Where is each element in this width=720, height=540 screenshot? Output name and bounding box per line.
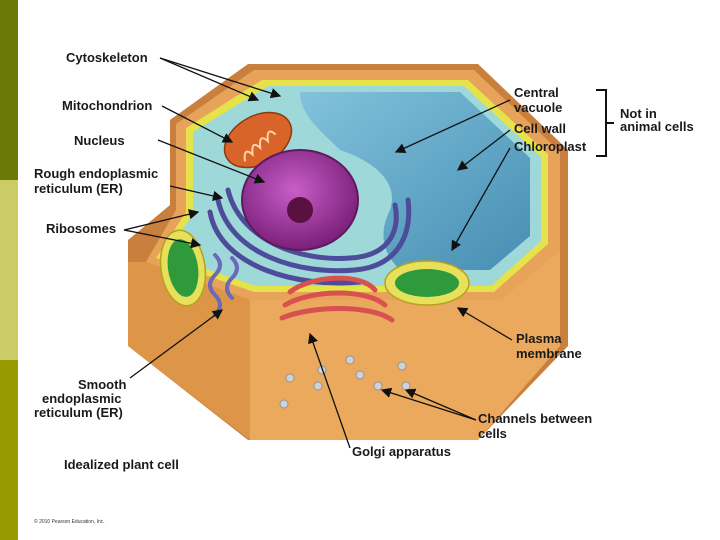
label-not-in-animal-2: animal cells (620, 119, 694, 134)
label-plasma-membrane-2: membrane (516, 346, 582, 361)
chloroplast-right (384, 260, 470, 306)
label-cell-wall: Cell wall (514, 121, 566, 136)
chloroplast-left (159, 229, 207, 307)
caption: Idealized plant cell (64, 457, 179, 472)
label-channels-1: Channels between (478, 411, 592, 426)
label-not-in-animal-1: Not in (620, 106, 657, 121)
nucleolus (287, 197, 313, 223)
bracket (596, 89, 614, 157)
left-accent-bar (0, 0, 18, 540)
nucleus (241, 149, 359, 251)
label-smooth-er-1: Smooth (78, 377, 126, 392)
label-cytoskeleton: Cytoskeleton (66, 50, 148, 65)
central-vacuole (300, 92, 530, 270)
accent-segment-dark (0, 0, 18, 180)
copyright: © 2010 Pearson Education, Inc. (34, 518, 105, 525)
rough-er (207, 187, 412, 286)
label-plasma-membrane-1: Plasma (516, 331, 562, 346)
label-smooth-er-3: reticulum (ER) (34, 405, 123, 420)
label-ribosomes: Ribosomes (46, 221, 116, 236)
smooth-er (208, 253, 239, 317)
label-channels-2: cells (478, 426, 507, 441)
label-smooth-er-2: endoplasmic (42, 391, 121, 406)
accent-segment-light (0, 180, 18, 360)
leader-lines (123, 57, 513, 449)
label-chloroplast: Chloroplast (514, 139, 587, 154)
label-central-vacuole-2: vacuole (514, 100, 562, 115)
accent-segment-olive (0, 360, 18, 540)
label-central-vacuole-1: Central (514, 85, 559, 100)
label-rough-er-1: Rough endoplasmic (34, 166, 158, 181)
label-nucleus: Nucleus (74, 133, 125, 148)
golgi-apparatus (279, 275, 395, 323)
label-rough-er-2: reticulum (ER) (34, 181, 123, 196)
label-mitochondrion: Mitochondrion (62, 98, 152, 113)
label-golgi: Golgi apparatus (352, 444, 451, 459)
